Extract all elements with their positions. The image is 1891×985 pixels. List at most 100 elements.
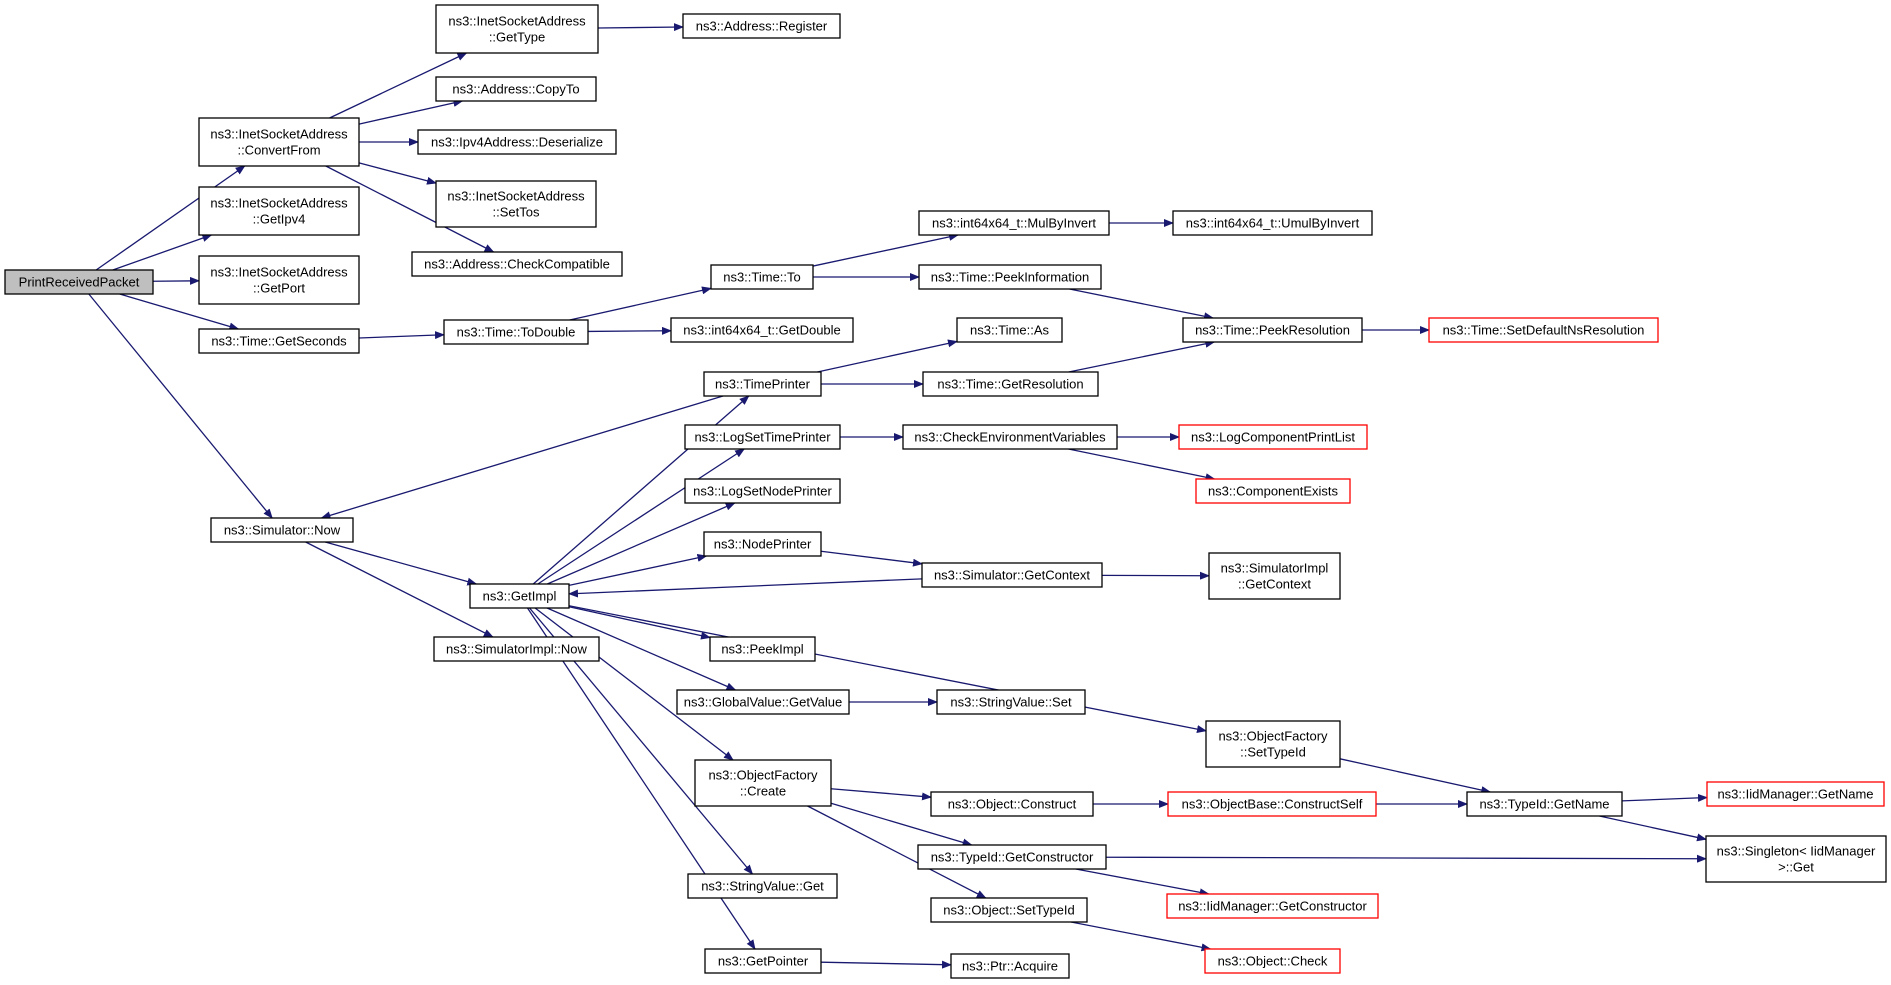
node-box [1706,781,1885,807]
node-label: ::Create [740,784,786,799]
node-int64_umulbyinvert[interactable]: ns3::int64x64_t::UmulByInvert [1172,210,1373,236]
node-label: ::GetPort [253,281,305,296]
node-ipv4_deser[interactable]: ns3::Ipv4Address::Deserialize [417,129,617,155]
node-ptr_acquire[interactable]: ns3::Ptr::Acquire [950,953,1070,979]
node-box [704,948,822,974]
node-of_settypeid[interactable]: ns3::ObjectFactory::SetTypeId [1205,720,1341,768]
node-time_to[interactable]: ns3::Time::To [710,264,814,290]
node-box [435,76,597,102]
node-box [1428,317,1659,343]
node-time_as[interactable]: ns3::Time::As [956,317,1063,343]
node-label: ns3::Time::ToDouble [457,325,576,340]
node-int64_getdouble[interactable]: ns3::int64x64_t::GetDouble [670,317,854,343]
edge-time_todouble-to-int64_getdouble [587,326,672,335]
node-label: ns3::StringValue::Get [701,879,824,894]
edge-sim_now-to-getimpl [325,541,478,586]
edge-of_create-to-obj_construct [830,788,932,801]
node-label: ns3::Ipv4Address::Deserialize [431,135,603,150]
node-simimpl_getcontext[interactable]: ns3::SimulatorImpl::GetContext [1208,552,1341,600]
node-root[interactable]: PrintReceivedPacket [4,269,154,295]
node-logcompprint[interactable]: ns3::LogComponentPrintList [1178,424,1368,450]
node-box [936,689,1086,715]
node-iid_getname[interactable]: ns3::IidManager::GetName [1706,781,1885,807]
node-iid_getctor[interactable]: ns3::IidManager::GetConstructor [1166,893,1379,919]
node-logsettimeprinter[interactable]: ns3::LogSetTimePrinter [684,424,841,450]
node-getimpl[interactable]: ns3::GetImpl [469,583,570,609]
node-box [682,13,841,39]
node-box [1195,478,1351,504]
node-nodeprinter[interactable]: ns3::NodePrinter [703,531,822,557]
node-peekimpl[interactable]: ns3::PeekImpl [709,636,816,662]
node-objbase_constructself[interactable]: ns3::ObjectBase::ConstructSelf [1167,791,1377,817]
node-label: ns3::SimulatorImpl::Now [446,642,587,657]
node-inet_getipv4[interactable]: ns3::InetSocketAddress::GetIpv4 [198,186,360,236]
node-addr_copyto[interactable]: ns3::Address::CopyTo [435,76,597,102]
node-time_getseconds[interactable]: ns3::Time::GetSeconds [198,328,360,354]
edge-of_settypeid-to-typeid_getname [1339,758,1492,794]
node-box [922,371,1099,397]
node-label: ns3::IidManager::GetName [1717,787,1873,802]
node-time_setdefault[interactable]: ns3::Time::SetDefaultNsResolution [1428,317,1659,343]
node-box [956,317,1063,343]
node-label: ns3::int64x64_t::UmulByInvert [1186,216,1360,231]
edge-typeid_getname-to-iid_getname [1621,793,1708,802]
node-obj_settypeid[interactable]: ns3::Object::SetTypeId [930,897,1088,923]
node-box [703,531,822,557]
node-time_peekres[interactable]: ns3::Time::PeekResolution [1182,317,1363,343]
node-label: ns3::int64x64_t::MulByInvert [932,216,1096,231]
edge-getimpl-to-peekimpl [568,606,711,640]
node-addr_checkcompat[interactable]: ns3::Address::CheckCompatible [411,251,623,277]
node-label: ns3::CheckEnvironmentVariables [914,430,1106,445]
node-box [684,424,841,450]
node-typeid_getctor[interactable]: ns3::TypeId::GetConstructor [917,844,1107,870]
node-label: ns3::int64x64_t::GetDouble [683,323,841,338]
edge-time_peekinfo-to-time_peekres [1069,288,1215,321]
node-compexists[interactable]: ns3::ComponentExists [1195,478,1351,504]
edge-inet_convert-to-addr_copyto [358,99,464,125]
node-sim_now[interactable]: ns3::Simulator::Now [210,517,354,543]
node-inet_getport[interactable]: ns3::InetSocketAddress::GetPort [198,255,360,305]
node-inet_convert[interactable]: ns3::InetSocketAddress::ConvertFrom [198,117,360,167]
node-logsetnodeprinter[interactable]: ns3::LogSetNodePrinter [684,478,841,504]
node-of_create[interactable]: ns3::ObjectFactory::Create [694,759,832,807]
node-obj_check[interactable]: ns3::Object::Check [1204,948,1341,974]
node-typeid_getname[interactable]: ns3::TypeId::GetName [1466,791,1623,817]
node-box [435,180,597,228]
node-label: ns3::InetSocketAddress [448,14,586,29]
node-time_peekinfo[interactable]: ns3::Time::PeekInformation [918,264,1102,290]
node-label: ns3::NodePrinter [714,537,812,552]
node-label: ns3::TypeId::GetName [1479,797,1609,812]
node-sv_set[interactable]: ns3::StringValue::Set [936,689,1086,715]
node-label: ns3::Simulator::GetContext [934,568,1090,583]
node-checkenv[interactable]: ns3::CheckEnvironmentVariables [902,424,1118,450]
node-sv_get[interactable]: ns3::StringValue::Get [687,873,838,899]
node-simimpl_now[interactable]: ns3::SimulatorImpl::Now [433,636,600,662]
node-int64_mulbyinvert[interactable]: ns3::int64x64_t::MulByInvert [918,210,1110,236]
node-box [210,517,354,543]
node-gv_getvalue[interactable]: ns3::GlobalValue::GetValue [676,689,850,715]
node-box [433,636,600,662]
node-box [198,117,360,167]
node-box [710,264,814,290]
node-sim_getcontext[interactable]: ns3::Simulator::GetContext [921,562,1103,588]
node-getpointer[interactable]: ns3::GetPointer [704,948,822,974]
edge-inet_gettype-to-addr_register [597,23,684,32]
node-addr_register[interactable]: ns3::Address::Register [682,13,841,39]
edge-of_create-to-typeid_getctor [830,802,973,847]
node-box [411,251,623,277]
node-obj_construct[interactable]: ns3::Object::Construct [930,791,1094,817]
node-singleton_get[interactable]: ns3::Singleton< IidManager >::Get [1705,835,1887,883]
node-timeprinter[interactable]: ns3::TimePrinter [703,371,822,397]
node-label: ns3::Simulator::Now [224,523,341,538]
node-box [921,562,1103,588]
node-box [670,317,854,343]
node-box [1208,552,1341,600]
node-time_getres[interactable]: ns3::Time::GetResolution [922,371,1099,397]
edge-sim_now-to-simimpl_now [305,541,494,638]
edge-getpointer-to-ptr_acquire [820,960,952,969]
node-inet_gettype[interactable]: ns3::InetSocketAddress::GetType [435,4,599,54]
node-time_todouble[interactable]: ns3::Time::ToDouble [443,319,589,345]
node-box [1705,835,1887,883]
node-inet_settos[interactable]: ns3::InetSocketAddress::SetTos [435,180,597,228]
